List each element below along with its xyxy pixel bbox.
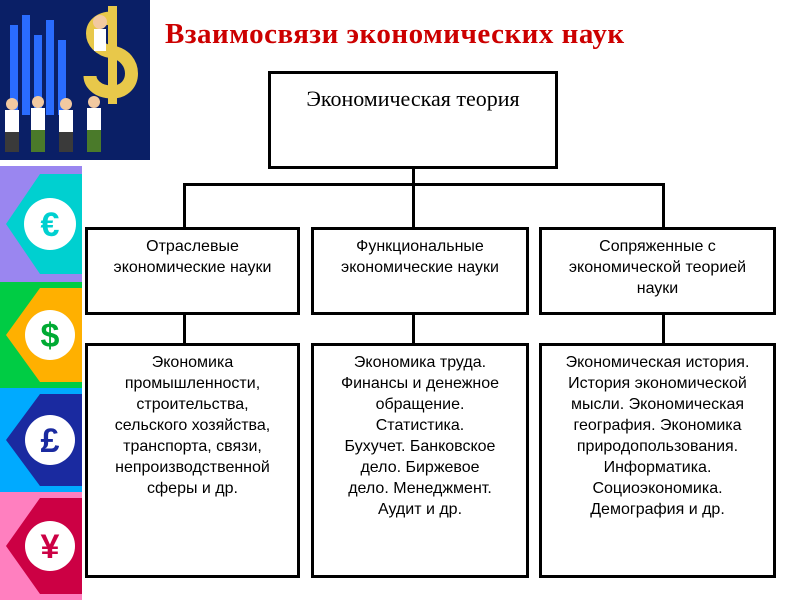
root-node-economic-theory: Экономическая теория <box>268 71 558 169</box>
category-sectoral-label: Отраслевые экономические науки <box>113 238 272 276</box>
details-functional: Экономика труда. Финансы и денежное обра… <box>311 343 529 578</box>
yen-icon: ¥ <box>6 498 82 594</box>
connector-down-col2 <box>412 315 415 343</box>
details-related: Экономическая история. История экономиче… <box>539 343 776 578</box>
slide-title: Взаимосвязи экономических наук <box>165 18 625 50</box>
category-related: Сопряженные с экономической теорией наук… <box>539 227 776 315</box>
details-sectoral: Экономика промышленности, строительства,… <box>85 343 300 578</box>
euro-stripe: € <box>0 166 82 282</box>
dollar-stripe: $ <box>0 282 82 388</box>
pound-symbol: £ <box>41 422 60 460</box>
category-sectoral: Отраслевые экономические науки <box>85 227 300 315</box>
connector-col1 <box>183 183 186 227</box>
connector-down-col1 <box>183 315 186 343</box>
category-functional: Функциональные экономические науки <box>311 227 529 315</box>
dollar-icon: $ <box>6 288 82 382</box>
business-people-clipart <box>0 0 150 160</box>
connector-col3 <box>662 183 665 227</box>
pound-stripe: £ <box>0 388 82 492</box>
category-functional-label: Функциональные экономические науки <box>341 238 499 276</box>
details-sectoral-text: Экономика промышленности, строительства,… <box>114 354 271 497</box>
pound-icon: £ <box>6 394 82 486</box>
yen-symbol: ¥ <box>41 528 60 566</box>
horizontal-connector <box>183 183 665 186</box>
details-functional-text: Экономика труда. Финансы и денежное обра… <box>340 354 500 518</box>
euro-symbol: € <box>41 206 60 244</box>
category-related-label: Сопряженные с экономической теорией наук… <box>568 238 747 297</box>
root-node-label: Экономическая теория <box>306 86 520 111</box>
connector-col2 <box>412 183 415 227</box>
yen-stripe: ¥ <box>0 492 82 600</box>
details-related-text: Экономическая история. История экономиче… <box>565 354 750 518</box>
dollar-symbol: $ <box>41 317 60 355</box>
euro-icon: € <box>6 174 82 274</box>
connector-down-col3 <box>662 315 665 343</box>
root-connector <box>412 169 415 184</box>
